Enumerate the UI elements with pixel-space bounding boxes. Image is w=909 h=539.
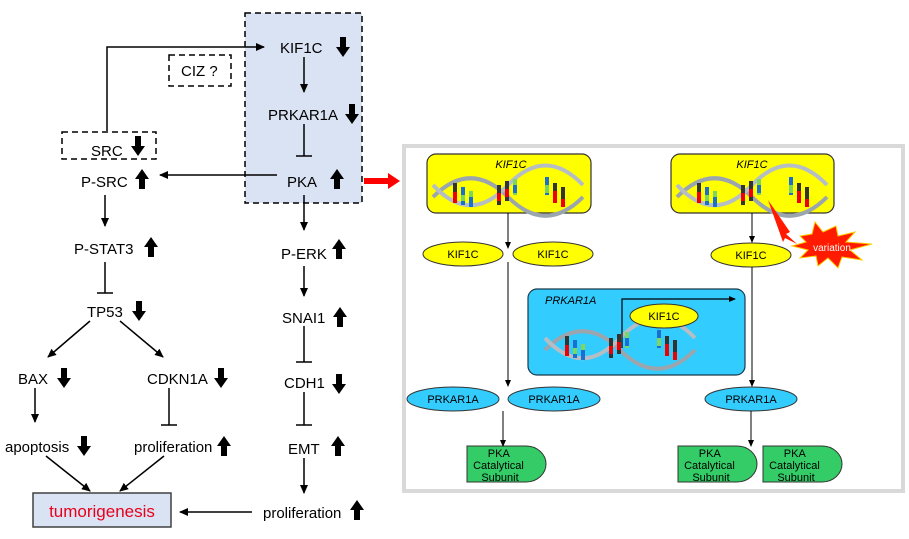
node-ciz: CIZ ? — [181, 63, 218, 80]
prkar1a-protein-1 — [406, 386, 500, 412]
kif1c-bound-protein-label: KIF1C — [648, 311, 679, 323]
snai1-up-arrow-icon — [333, 307, 347, 327]
red-link-arrow-icon — [364, 173, 400, 189]
kif1c-protein-1 — [422, 241, 504, 267]
node-proliferation-right: proliferation — [263, 505, 341, 522]
transcription-start-arrow — [621, 296, 736, 348]
kif1c-gene-title-right: KIF1C — [736, 159, 767, 171]
tp53-down-arrow-icon — [132, 301, 146, 321]
pka-catalytic-subunit-right-1-label: PKA Catalytical Subunit — [684, 448, 738, 484]
node-tp53: TP53 — [87, 304, 123, 321]
node-emt: EMT — [288, 441, 320, 458]
src-to-kif1c-arrow — [106, 43, 265, 131]
pathway-connectors — [31, 43, 312, 516]
kif1c-protein-right-label: KIF1C — [735, 250, 766, 262]
node-tumorigenesis: tumorigenesis — [49, 502, 155, 521]
pka-catalytic-subunit-right-2-label: PKA Catalytical Subunit — [769, 448, 823, 484]
bax-down-arrow-icon — [57, 368, 71, 388]
panel-connectors — [500, 213, 755, 447]
kif1c-protein-1-label: KIF1C — [447, 249, 478, 261]
pka-catalytic-subunit-right-2 — [762, 445, 843, 483]
kif1c-protein-2-label: KIF1C — [537, 249, 568, 261]
p-erk-up-arrow-icon — [332, 239, 346, 259]
variation-starburst-icon — [790, 220, 873, 269]
tp53-to-bax-arrow — [47, 320, 91, 358]
prkar1a-protein-2-label: PRKAR1A — [528, 394, 580, 406]
node-pka: PKA — [287, 174, 317, 191]
pka-catalytic-subunit-left — [466, 445, 547, 483]
pka-catalytic-subunit-left-label: PKA Catalytical Subunit — [473, 448, 527, 484]
src-down-arrow-icon — [131, 136, 145, 156]
kif1c-protein-2 — [512, 241, 594, 267]
node-bax: BAX — [18, 371, 48, 388]
cdkn1a-down-arrow-icon — [214, 368, 228, 388]
node-p-stat3: P-STAT3 — [74, 241, 133, 258]
kif1c-gene-title-left: KIF1C — [495, 159, 526, 171]
ciz-box — [168, 54, 232, 87]
node-cdkn1a: CDKN1A — [147, 371, 208, 388]
node-p-src: P-SRC — [81, 174, 128, 191]
node-src: SRC — [91, 143, 123, 160]
pka-catalytic-subunit-right-1 — [677, 445, 758, 483]
proliferation-right-up-arrow-icon — [350, 500, 364, 520]
kif1c-protein-right — [710, 242, 792, 268]
node-cdh1: CDH1 — [284, 375, 325, 392]
p-stat3-up-arrow-icon — [144, 237, 158, 257]
proliferation-to-tumorigenesis-arrow — [119, 455, 165, 492]
kif1c-bound-protein — [629, 303, 699, 329]
apoptosis-down-arrow-icon — [77, 436, 91, 456]
prkar1a-protein-right-label: PRKAR1A — [725, 394, 777, 406]
proliferation-left-up-arrow-icon — [217, 436, 231, 456]
node-kif1c: KIF1C — [280, 40, 323, 57]
tp53-to-cdkn1a-arrow — [119, 320, 164, 358]
p-src-up-arrow-icon — [135, 169, 149, 189]
emt-up-arrow-icon — [331, 436, 345, 456]
prkar1a-protein-1-label: PRKAR1A — [427, 394, 479, 406]
node-snai1: SNAI1 — [282, 310, 325, 327]
prkar1a-gene-title: PRKAR1A — [545, 295, 596, 307]
variation-label: variation — [813, 243, 851, 254]
node-prkar1a: PRKAR1A — [268, 107, 338, 124]
node-apoptosis: apoptosis — [5, 439, 69, 456]
variation-arrow-icon — [768, 200, 797, 244]
prkar1a-protein-2 — [507, 386, 601, 412]
apoptosis-to-tumorigenesis-arrow — [45, 455, 91, 492]
node-p-erk: P-ERK — [281, 246, 327, 263]
tumorigenesis-box — [32, 492, 172, 528]
cdh1-down-arrow-icon — [332, 374, 346, 394]
node-proliferation-left: proliferation — [134, 439, 212, 456]
